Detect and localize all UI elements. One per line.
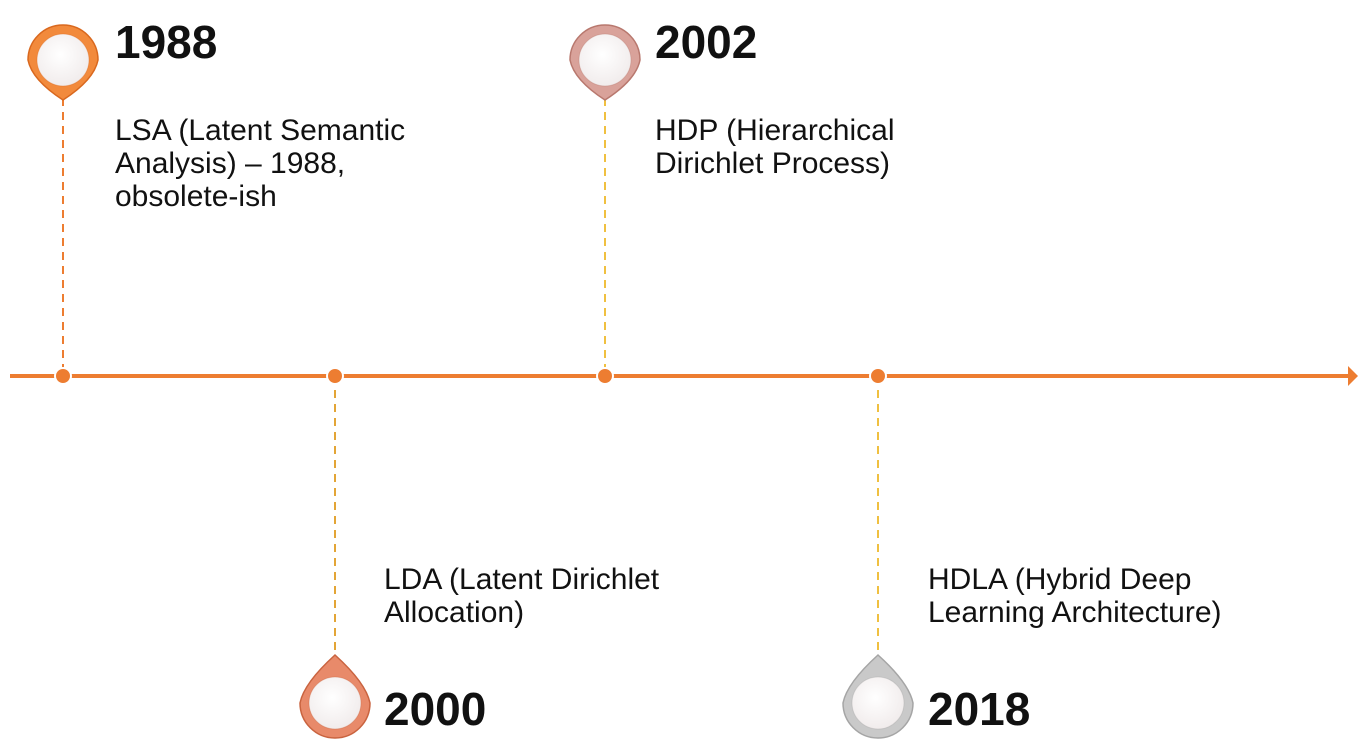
event-2-description-line: Allocation) [384,596,525,629]
event-3-map-pin-icon [569,24,641,101]
event-4-year: 2018 [928,683,1031,735]
event-4-marker-dot [869,367,887,385]
event-1-description-line: obsolete-ish [115,180,277,213]
event-1-description-line: LSA (Latent Semantic [115,114,406,147]
timeline-arrowhead [1348,366,1358,386]
event-4-description: HDLA (Hybrid Deep Learning Architecture) [928,563,1222,629]
event-3-description: HDP (Hierarchical Dirichlet Process) [655,114,895,180]
event-1-year: 1988 [115,16,218,68]
event-1-description-line: Analysis) – 1988, [115,147,346,180]
event-4-map-pin-icon [842,653,914,739]
event-3-year: 2002 [655,16,758,68]
event-4-description-line: HDLA (Hybrid Deep [928,563,1192,596]
event-2-description: LDA (Latent Dirichlet Allocation) [384,563,659,629]
event-3-marker-dot [596,367,614,385]
event-1-description: LSA (Latent Semantic Analysis) – 1988, o… [115,114,405,213]
event-3-description-line: HDP (Hierarchical [655,114,895,147]
event-1-marker-dot [54,367,72,385]
event-1-map-pin-icon [27,24,99,101]
event-2-map-pin-icon [299,653,371,739]
event-2-marker-dot [326,367,344,385]
event-3-description-line: Dirichlet Process) [655,147,891,180]
event-2-year: 2000 [384,683,487,735]
event-4-description-line: Learning Architecture) [928,596,1222,629]
event-2-description-line: LDA (Latent Dirichlet [384,563,660,596]
